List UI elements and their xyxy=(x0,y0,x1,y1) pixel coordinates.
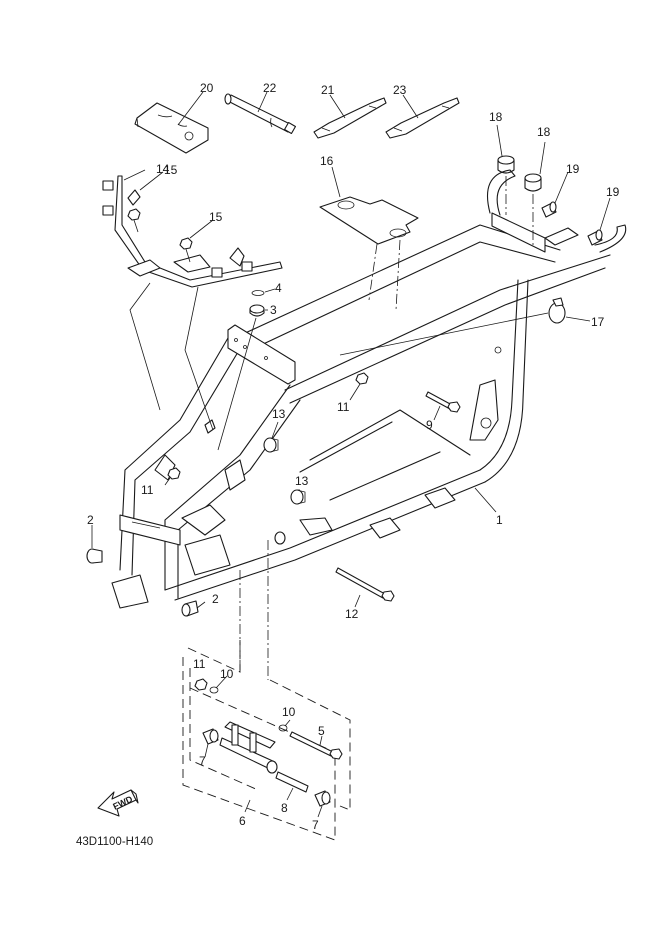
callout-19a: 19 xyxy=(566,162,580,176)
part-2-cap-left[interactable] xyxy=(86,548,103,564)
part-10-washer-right[interactable] xyxy=(278,724,288,732)
part-11-nut-lower[interactable] xyxy=(194,678,208,691)
leader-lines xyxy=(91,91,611,818)
assembly-line xyxy=(368,243,378,301)
callout-14: 14 xyxy=(156,162,170,176)
part-13-cap-lower[interactable] xyxy=(290,489,306,505)
part-15-bolt-left[interactable] xyxy=(127,208,141,233)
part-6-bracket-assembly[interactable] xyxy=(182,640,351,841)
callout-2a: 2 xyxy=(87,513,94,527)
callout-23: 23 xyxy=(393,83,407,97)
callout-1: 1 xyxy=(496,513,503,527)
callout-6: 6 xyxy=(239,814,246,828)
part-18-grommet-left[interactable] xyxy=(497,155,515,174)
part-1-frame[interactable] xyxy=(111,169,627,609)
drawing-code: 43D1100-H140 xyxy=(76,836,153,848)
assembly-line xyxy=(217,317,257,451)
callouts: 20 22 21 23 14 15 15 16 18 18 19 19 17 4… xyxy=(87,81,620,832)
part-23-band[interactable] xyxy=(385,97,460,139)
callout-19b: 19 xyxy=(606,185,620,199)
callout-17: 17 xyxy=(591,315,605,329)
part-5-bolt[interactable] xyxy=(289,731,343,760)
part-13-cap-upper[interactable] xyxy=(263,437,279,453)
assembly-line xyxy=(184,286,214,431)
part-19-cap-right[interactable] xyxy=(587,229,603,246)
callout-22: 22 xyxy=(263,81,277,95)
callout-9: 9 xyxy=(426,418,433,432)
part-16-plate[interactable] xyxy=(319,196,419,245)
part-3-damper[interactable] xyxy=(249,304,265,317)
part-10-washer-left[interactable] xyxy=(209,686,219,694)
callout-12: 12 xyxy=(345,607,359,621)
callout-18b: 18 xyxy=(537,125,551,139)
part-7-bushing-left[interactable] xyxy=(202,728,219,745)
callout-5: 5 xyxy=(318,724,325,738)
assembly-line xyxy=(395,239,401,311)
callout-11a: 11 xyxy=(193,657,206,671)
callout-8: 8 xyxy=(281,801,288,815)
part-22-touch-up-tube[interactable] xyxy=(224,93,297,135)
part-8-collar-tube[interactable] xyxy=(275,771,309,793)
assembly-line xyxy=(339,312,549,356)
callout-15b: 15 xyxy=(209,210,223,224)
callout-3: 3 xyxy=(270,303,277,317)
part-15-bolt-right[interactable] xyxy=(179,237,193,263)
part-20-touch-up-pouch[interactable] xyxy=(134,102,209,154)
part-12-engine-mount-bolt[interactable] xyxy=(335,567,395,602)
callout-13a: 13 xyxy=(272,407,286,421)
part-7-bushing-right[interactable] xyxy=(314,790,331,807)
callout-11c: 11 xyxy=(141,483,154,497)
callout-20: 20 xyxy=(200,81,214,95)
part-14-front-stay[interactable] xyxy=(102,175,283,288)
part-17-clamp[interactable] xyxy=(548,297,566,324)
assembly-line xyxy=(129,282,161,411)
callout-21: 21 xyxy=(321,83,335,97)
callout-7b: 7 xyxy=(312,818,319,832)
part-19-cap-left[interactable] xyxy=(541,201,557,218)
part-9-bolt[interactable] xyxy=(425,391,461,413)
part-4-collar[interactable] xyxy=(251,290,265,296)
callout-7a: 7 xyxy=(199,754,206,768)
part-11-nut-front[interactable] xyxy=(167,467,181,480)
part-11-nut-rear[interactable] xyxy=(355,372,369,385)
callout-18a: 18 xyxy=(489,110,503,124)
callout-2b: 2 xyxy=(212,592,219,606)
callout-15a: 15 xyxy=(164,163,178,177)
part-18-grommet-right[interactable] xyxy=(524,173,542,192)
callout-4: 4 xyxy=(275,281,282,295)
callout-11b: 11 xyxy=(337,400,350,414)
callout-13b: 13 xyxy=(295,474,309,488)
part-2-cap-right[interactable] xyxy=(181,600,199,617)
fwd-arrow-icon: FWD xyxy=(97,789,139,817)
callout-10a: 10 xyxy=(220,667,234,681)
callout-16: 16 xyxy=(320,154,334,168)
part-21-band[interactable] xyxy=(313,97,387,139)
callout-10b: 10 xyxy=(282,705,296,719)
